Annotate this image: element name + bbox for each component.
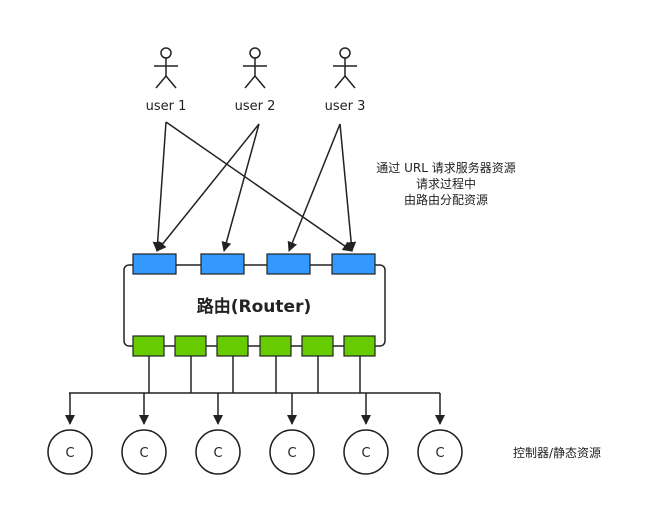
stick-figure-icon — [243, 47, 267, 89]
user-3-label: user 3 — [325, 99, 366, 114]
stick-figure-icon — [154, 47, 178, 89]
arrow-user3-port4 — [339, 123, 357, 252]
arrow-user3-port3 — [287, 123, 341, 252]
controller-label: C — [139, 446, 148, 461]
router: 路由(Router) — [123, 253, 386, 357]
router-box — [123, 264, 386, 347]
user-1: user 1 — [146, 47, 187, 114]
controller-label: C — [435, 446, 444, 461]
input-port — [331, 253, 376, 275]
arrow-user1-port4 — [165, 121, 353, 252]
input-port — [132, 253, 177, 275]
controller-label: C — [213, 446, 222, 461]
controller-node: C — [417, 429, 463, 475]
arrow-user1-port1 — [152, 121, 167, 252]
note-line-3: 由路由分配资源 — [404, 192, 488, 207]
output-port — [132, 335, 165, 357]
request-note: 通过 URL 请求服务器资源 请求过程中 由路由分配资源 — [376, 160, 515, 207]
arrow-user2-port2 — [221, 123, 260, 252]
controllers: C C C C C C — [47, 429, 463, 475]
router-input-ports — [132, 253, 376, 275]
output-port — [343, 335, 376, 357]
controller-node: C — [269, 429, 315, 475]
request-arrows — [152, 121, 357, 252]
controller-label: C — [287, 446, 296, 461]
user-2: user 2 — [235, 47, 276, 114]
output-port — [216, 335, 249, 357]
router-title: 路由(Router) — [197, 296, 311, 317]
controller-label: C — [361, 446, 370, 461]
user-2-label: user 2 — [235, 99, 276, 114]
output-port — [259, 335, 292, 357]
controller-node: C — [47, 429, 93, 475]
output-port — [174, 335, 207, 357]
controllers-label: 控制器/静态资源 — [513, 446, 601, 460]
output-port — [301, 335, 334, 357]
arrow-user2-port1 — [156, 123, 260, 252]
controller-node: C — [121, 429, 167, 475]
controller-label: C — [65, 446, 74, 461]
user-1-label: user 1 — [146, 99, 187, 114]
stick-figure-icon — [333, 47, 357, 89]
user-3: user 3 — [325, 47, 366, 114]
note-line-2: 请求过程中 — [416, 176, 476, 191]
controller-node: C — [195, 429, 241, 475]
note-line-1: 通过 URL 请求服务器资源 — [376, 160, 515, 175]
distribution-bus — [65, 356, 445, 425]
input-port — [200, 253, 245, 275]
controller-node: C — [343, 429, 389, 475]
input-port — [266, 253, 311, 275]
